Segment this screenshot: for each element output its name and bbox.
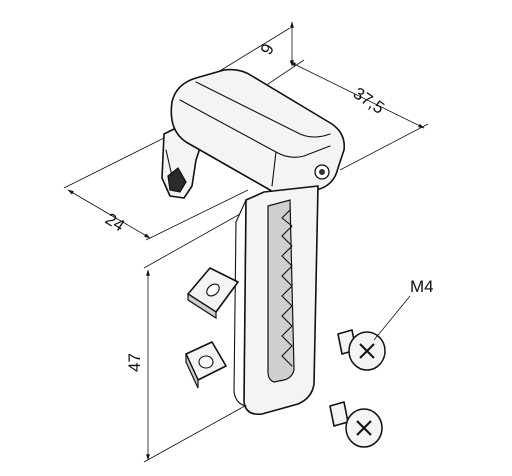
nut-side (185, 353, 199, 389)
dimension-label-24: 24 (102, 209, 128, 235)
bracket-part (161, 68, 346, 416)
hook-shadow (167, 167, 187, 193)
slot-teeth (281, 209, 293, 367)
extension-line (217, 27, 291, 73)
callout-label-m4: M4 (410, 277, 434, 296)
leg-back-edge (233, 221, 247, 407)
leg-left-edge (235, 199, 247, 401)
cap-corner-edge (271, 151, 277, 187)
leader-line (373, 295, 411, 341)
screw-shank (329, 401, 349, 427)
extension-line (63, 135, 169, 189)
dimension-line (67, 189, 151, 239)
hook-edge (165, 149, 173, 177)
phillips-drive-icon (359, 343, 375, 359)
phillips-drive-icon (356, 420, 372, 436)
screw-upper (337, 329, 386, 371)
extension-line (143, 213, 241, 269)
leg-slot (267, 199, 295, 383)
dimension-label-47: 47 (125, 353, 144, 372)
callout-m4: M4 (373, 277, 434, 341)
extension-line (145, 189, 249, 241)
cap-top-edge (195, 81, 331, 138)
dimension-47: 47 (125, 213, 253, 463)
bracket-top-cap (170, 68, 346, 198)
set-screw-socket (319, 169, 325, 175)
dimension-label-9: 9 (257, 41, 278, 58)
nut-hole (206, 283, 220, 297)
nut-side (187, 292, 217, 320)
extension-line (339, 123, 429, 171)
dimension-label-37-5: 37,5 (350, 84, 388, 118)
nut-hole (198, 355, 214, 369)
dimension-line (289, 61, 425, 129)
square-nut-lower (185, 341, 227, 389)
square-nut-upper (187, 267, 239, 320)
screw-lower (329, 401, 383, 448)
extension-line (143, 401, 253, 463)
